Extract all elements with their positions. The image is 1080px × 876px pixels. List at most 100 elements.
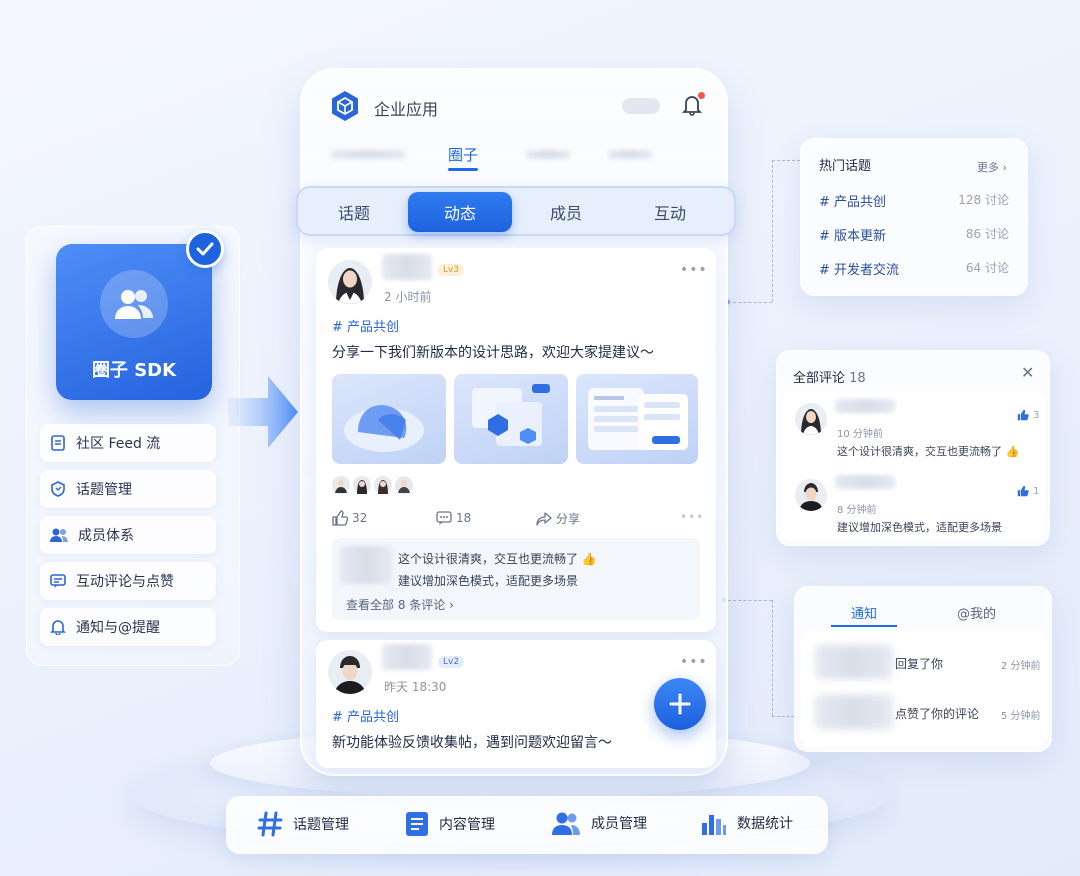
share-button[interactable]: 分享	[536, 510, 580, 527]
bell-icon	[50, 619, 66, 635]
like-button[interactable]: 32	[332, 510, 367, 526]
level-badge: Lv2	[438, 656, 465, 668]
document-icon	[50, 435, 66, 451]
post-image[interactable]	[454, 374, 568, 464]
users-icon	[50, 527, 68, 543]
avatar[interactable]	[328, 650, 372, 694]
post-body: 新功能体验反馈收集帖，遇到问题欢迎留言～	[332, 735, 612, 751]
topic-tag[interactable]: # 产品共创	[332, 710, 400, 725]
comment-line: 这个设计很清爽，交互也更流畅了 👍	[398, 552, 597, 566]
notification-dot	[698, 92, 705, 99]
bottom-label: 话题管理	[293, 817, 349, 833]
thumb-up-icon	[332, 510, 348, 526]
notification-list: 回复了你 2 分钟前 点赞了你的评论 5 分钟前	[801, 631, 1047, 747]
liker-avatars[interactable]	[332, 476, 413, 494]
avatar[interactable]	[795, 479, 827, 511]
connector-line	[772, 716, 794, 717]
post-body: 分享一下我们新版本的设计思路，欢迎大家提建议～	[332, 345, 654, 361]
feature-label: 社区 Feed 流	[76, 436, 161, 452]
comment-like[interactable]: 1	[1017, 485, 1039, 497]
document-icon	[405, 811, 429, 837]
notifier-blurred	[815, 695, 893, 729]
bottom-stats[interactable]: 数据统计	[701, 811, 793, 835]
feature-label: 通知与@提醒	[76, 620, 160, 636]
comment-like[interactable]: 3	[1017, 409, 1039, 421]
comment-text: 建议增加深色模式，适配更多场景	[837, 521, 1002, 534]
notifier-blurred	[815, 645, 893, 679]
bottom-label: 成员管理	[591, 816, 647, 832]
feature-notify[interactable]: 通知与@提醒	[40, 608, 216, 646]
more-link[interactable]: 更多 ›	[977, 161, 1007, 174]
plus-icon	[668, 692, 692, 716]
segment-feed[interactable]: 动态	[408, 192, 512, 232]
bell-icon[interactable]	[682, 94, 702, 116]
username[interactable]	[382, 644, 432, 670]
bottom-label: 内容管理	[439, 817, 495, 833]
connector-line	[728, 600, 772, 601]
bottom-label: 数据统计	[737, 816, 793, 832]
level-badge: Lv3	[438, 264, 465, 276]
thumb-up-icon	[1017, 409, 1029, 421]
comment-preview[interactable]: 这个设计很清爽，交互也更流畅了 👍 建议增加深色模式，适配更多场景 查看全部 8…	[332, 538, 700, 620]
bottom-members[interactable]: 成员管理	[551, 811, 647, 835]
view-all-comments[interactable]: 查看全部 8 条评论 ›	[346, 598, 454, 612]
like-count: 32	[352, 511, 368, 525]
sdk-card[interactable]: 圈子 SDK	[56, 244, 212, 400]
comment-button[interactable]: 18	[436, 510, 471, 526]
tab-circle[interactable]: 圈子	[448, 146, 479, 164]
tab-placeholder[interactable]	[526, 150, 570, 159]
close-icon[interactable]: ✕	[1021, 363, 1035, 382]
topic-tag[interactable]: # 产品共创	[332, 320, 400, 335]
commenter-name[interactable]	[835, 475, 895, 489]
users-icon	[551, 811, 581, 835]
post-time: 昨天 18:30	[384, 680, 447, 694]
segment-members[interactable]: 成员	[549, 204, 582, 223]
comment-line: 建议增加深色模式，适配更多场景	[398, 574, 579, 588]
comment-text: 这个设计很清爽，交互也更流畅了 👍	[837, 445, 1020, 458]
comment-box-icon	[50, 573, 66, 589]
avatar[interactable]	[795, 403, 827, 435]
segment-interact[interactable]: 互动	[653, 204, 686, 223]
users-icon	[100, 270, 168, 338]
bottom-topics[interactable]: 话题管理	[257, 811, 349, 837]
add-post-button[interactable]	[654, 678, 706, 730]
feature-label: 成员体系	[78, 528, 134, 544]
feature-comments[interactable]: 互动评论与点赞	[40, 562, 216, 600]
post-time: 2 小时前	[384, 290, 432, 304]
more-icon[interactable]: •••	[680, 654, 708, 670]
comment-list: 10 分钟前 这个设计很清爽，交互也更流畅了 👍 3 8 分钟前 建议增加深色模…	[783, 391, 1045, 541]
thumb-up-icon	[1017, 485, 1029, 497]
post-image[interactable]	[332, 374, 446, 464]
notification-text[interactable]: 点赞了你的评论	[895, 707, 980, 721]
admin-bar: 话题管理 内容管理 成员管理 数据统计	[226, 796, 828, 854]
feature-label: 话题管理	[76, 482, 132, 498]
share-icon	[536, 511, 552, 527]
tab-indicator	[448, 168, 478, 171]
cube-icon	[330, 90, 360, 122]
connector-line	[772, 160, 800, 161]
notification-text[interactable]: 回复了你	[895, 657, 944, 671]
segment-bar: 话题 动态 成员 互动	[296, 186, 736, 236]
comment-count: 18	[456, 511, 472, 525]
more-icon[interactable]: •••	[680, 262, 708, 278]
segment-topics[interactable]: 话题	[337, 204, 370, 223]
post-image[interactable]	[576, 374, 698, 464]
feature-topics[interactable]: 话题管理	[40, 470, 216, 508]
avatar[interactable]	[328, 260, 372, 304]
username[interactable]	[382, 254, 432, 280]
feature-feed[interactable]: 社区 Feed 流	[40, 424, 216, 462]
tab-placeholder[interactable]	[330, 150, 406, 159]
capsule-menu[interactable]	[622, 98, 660, 114]
feature-members[interactable]: 成员体系	[40, 516, 216, 554]
tab-placeholder[interactable]	[608, 150, 652, 159]
comments-panel: 全部评论 18 ✕ 10 分钟前 这个设计很清爽，交互也更流畅了 👍 3 8 分…	[776, 350, 1050, 546]
commenter-name[interactable]	[835, 399, 895, 413]
more-icon[interactable]: •••	[680, 510, 705, 524]
tab-mentions[interactable]: @我的	[957, 607, 997, 622]
bottom-content[interactable]: 内容管理	[405, 811, 495, 837]
tab-notifications[interactable]: 通知	[851, 607, 878, 622]
